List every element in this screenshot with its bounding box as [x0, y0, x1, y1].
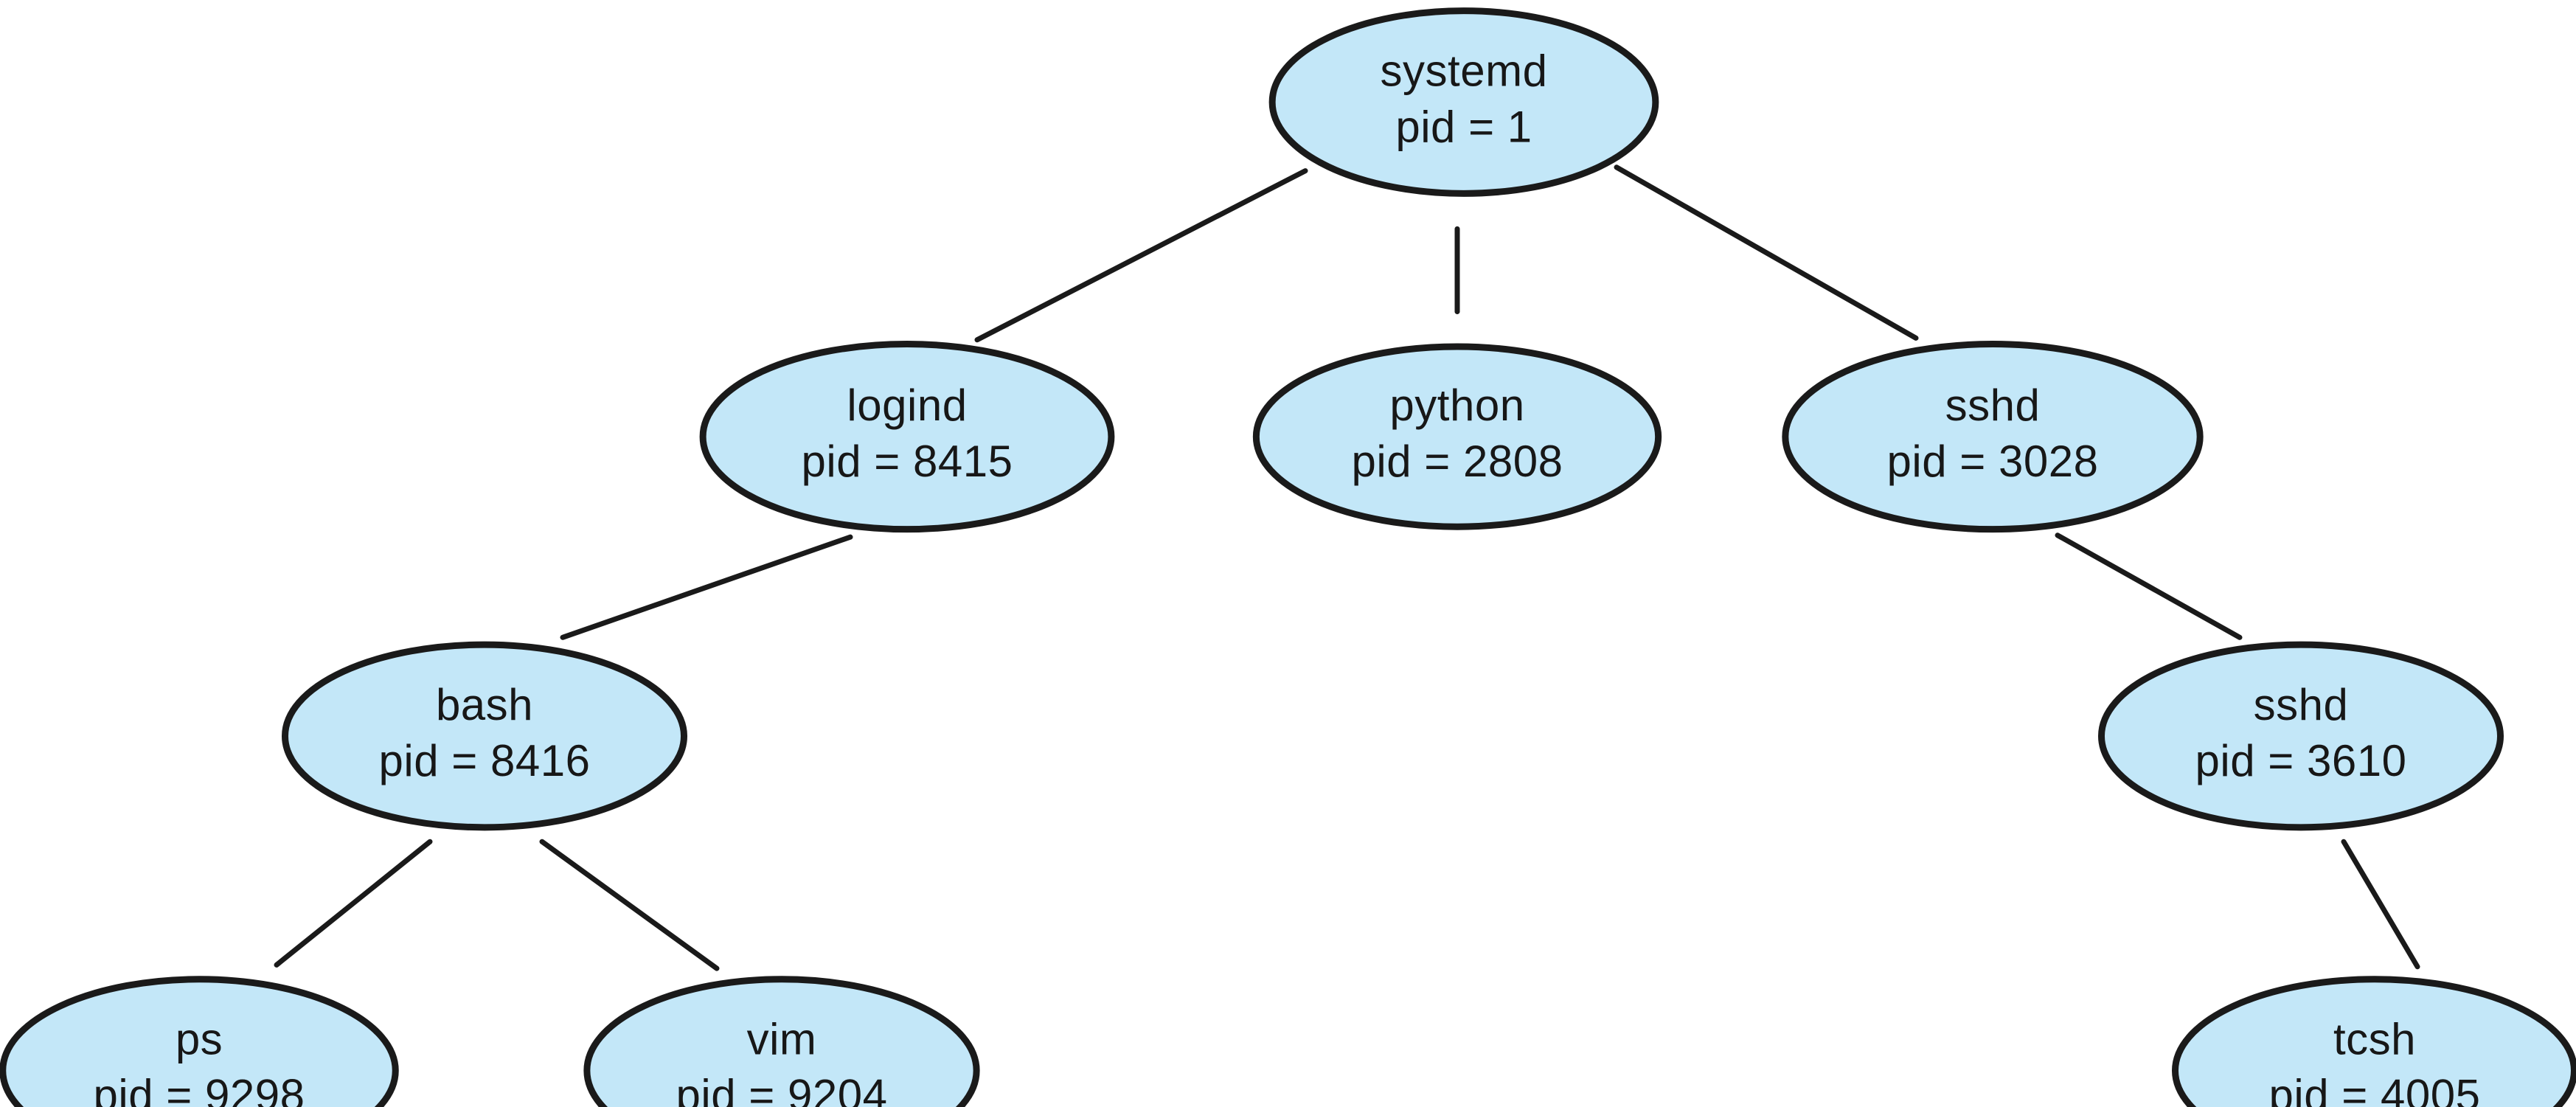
- nodes-layer: systemd pid = 1 logind pid = 8415 python pid …: [0, 7, 2576, 1107]
- node-ellipse-bash: [281, 641, 688, 831]
- process-node-systemd[interactable]: systemd pid = 1: [1268, 7, 1659, 197]
- node-pid-bash: pid = 8416: [379, 736, 591, 785]
- node-ellipse-systemd: [1268, 7, 1659, 197]
- node-name-sshd-3610: sshd: [2254, 680, 2349, 729]
- node-name-sshd-3028: sshd: [1945, 381, 2041, 430]
- node-name-python: python: [1389, 381, 1524, 430]
- node-name-ps: ps: [176, 1014, 223, 1063]
- node-name-bash: bash: [436, 680, 533, 729]
- node-pid-sshd-3028: pid = 3028: [1887, 437, 2099, 486]
- node-name-vim: vim: [747, 1014, 817, 1063]
- node-pid-python: pid = 2808: [1352, 437, 1563, 486]
- process-node-ps[interactable]: ps pid = 9298: [0, 976, 399, 1107]
- tree-edge-bash-to-vim: [539, 839, 720, 971]
- node-ellipse-vim: [583, 976, 980, 1107]
- node-pid-systemd: pid = 1: [1395, 102, 1532, 151]
- tree-edge-systemd-to-logind: [974, 168, 1308, 343]
- tree-edge-logind-to-bash: [560, 534, 853, 640]
- process-node-sshd-3028[interactable]: sshd pid = 3028: [1782, 341, 2204, 533]
- node-ellipse-sshd-3028: [1782, 341, 2204, 533]
- node-pid-vim: pid = 9204: [676, 1070, 888, 1107]
- node-name-logind: logind: [847, 381, 967, 430]
- tree-edge-sshd-3610-to-tcsh: [2341, 839, 2420, 970]
- node-ellipse-logind: [699, 341, 1115, 533]
- process-node-bash[interactable]: bash pid = 8416: [281, 641, 688, 831]
- process-node-sshd-3610[interactable]: sshd pid = 3610: [2097, 641, 2504, 831]
- process-node-vim[interactable]: vim pid = 9204: [583, 976, 980, 1107]
- process-node-python[interactable]: python pid = 2808: [1252, 343, 1662, 530]
- tree-edge-sshd-3028-to-sshd-3610: [2055, 532, 2243, 640]
- process-node-tcsh[interactable]: tcsh pid = 4005: [2172, 976, 2576, 1107]
- tree-edge-systemd-to-sshd-3028: [1614, 164, 1919, 341]
- node-name-tcsh: tcsh: [2333, 1014, 2416, 1063]
- node-ellipse-tcsh: [2172, 976, 2576, 1107]
- node-ellipse-python: [1252, 343, 1662, 530]
- node-pid-logind: pid = 8415: [802, 437, 1013, 486]
- process-node-logind[interactable]: logind pid = 8415: [699, 341, 1115, 533]
- tree-edge-bash-to-ps: [274, 839, 433, 968]
- edges-layer: [274, 164, 2420, 971]
- node-pid-tcsh: pid = 4005: [2269, 1070, 2481, 1107]
- node-pid-sshd-3610: pid = 3610: [2195, 736, 2407, 785]
- node-ellipse-sshd-3610: [2097, 641, 2504, 831]
- node-ellipse-ps: [0, 976, 399, 1107]
- node-pid-ps: pid = 9298: [94, 1070, 305, 1107]
- node-name-systemd: systemd: [1381, 46, 1548, 95]
